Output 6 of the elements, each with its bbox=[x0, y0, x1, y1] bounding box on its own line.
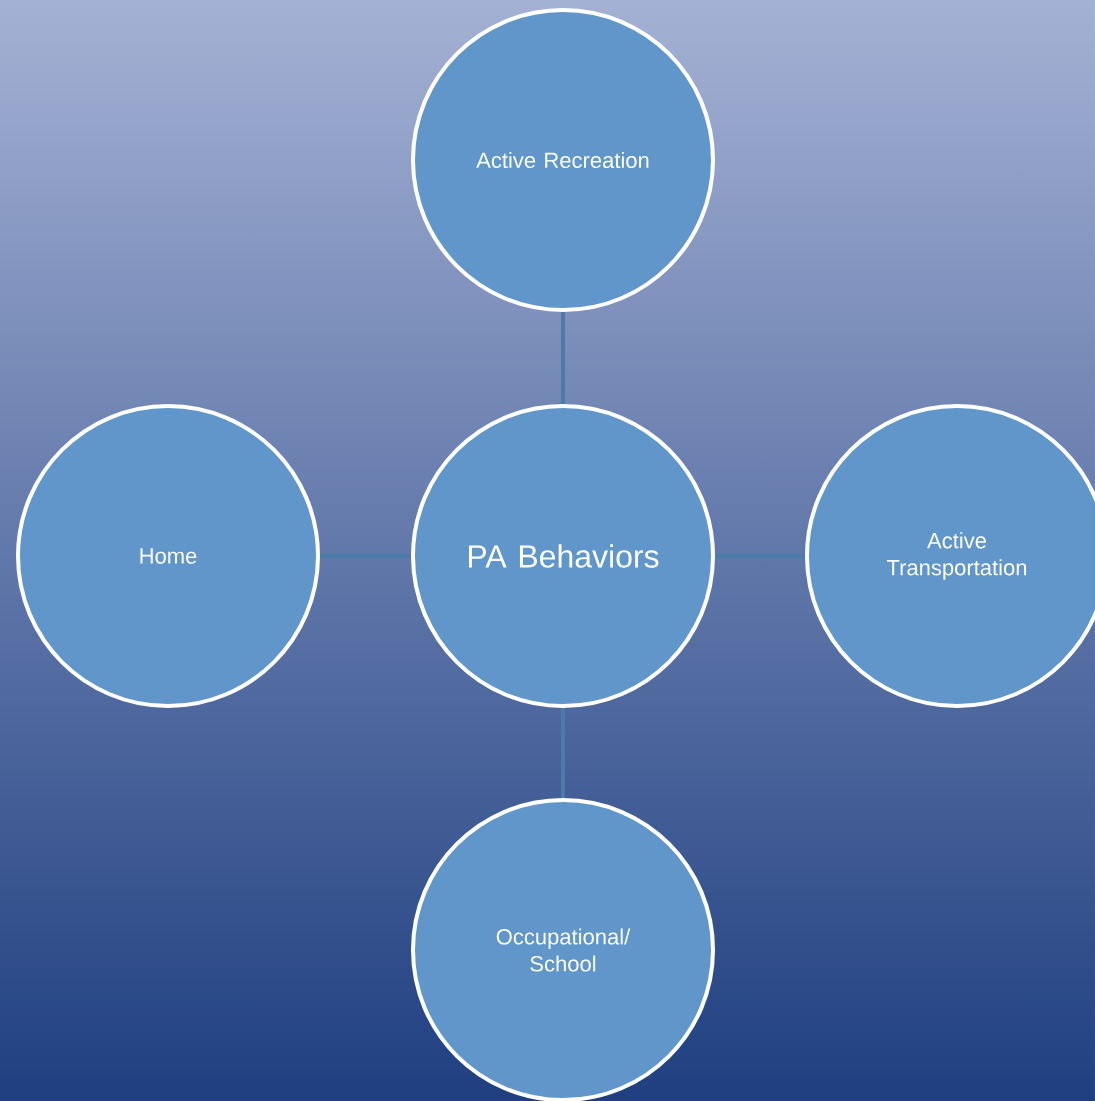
connector-line bbox=[561, 312, 565, 404]
circle-node: Active Transportation bbox=[805, 404, 1095, 708]
circle-node: Occupational/ School bbox=[411, 798, 715, 1101]
circle-node: Home bbox=[16, 404, 320, 708]
circle-node: Active Recreation bbox=[411, 8, 715, 312]
circle-node: PA Behaviors bbox=[411, 404, 715, 708]
